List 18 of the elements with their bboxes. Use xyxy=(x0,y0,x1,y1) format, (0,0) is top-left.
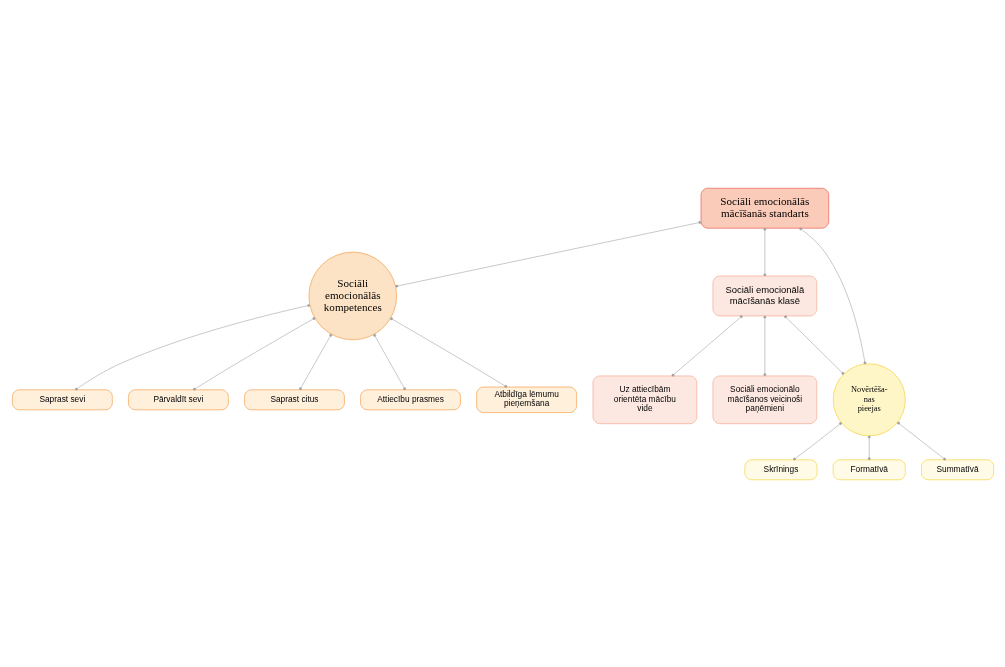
connector xyxy=(762,315,766,376)
connector xyxy=(867,435,871,460)
node-box: Sociāli emocionālo mācīšanos veicinoši paņēmieni xyxy=(712,375,817,424)
node-box: Attiecību prasmes xyxy=(359,389,461,410)
connector xyxy=(389,316,507,388)
node-box: Saprast citus xyxy=(243,389,345,410)
connector xyxy=(896,421,946,460)
connector xyxy=(798,227,866,364)
connector xyxy=(394,220,701,288)
connector xyxy=(372,333,406,390)
connector xyxy=(192,316,315,391)
connector xyxy=(671,314,743,377)
connector xyxy=(298,333,332,390)
node-box: Formatīvā xyxy=(832,459,906,480)
connector xyxy=(74,303,310,390)
connector xyxy=(783,314,844,375)
connector xyxy=(762,227,766,276)
connector xyxy=(792,421,842,460)
